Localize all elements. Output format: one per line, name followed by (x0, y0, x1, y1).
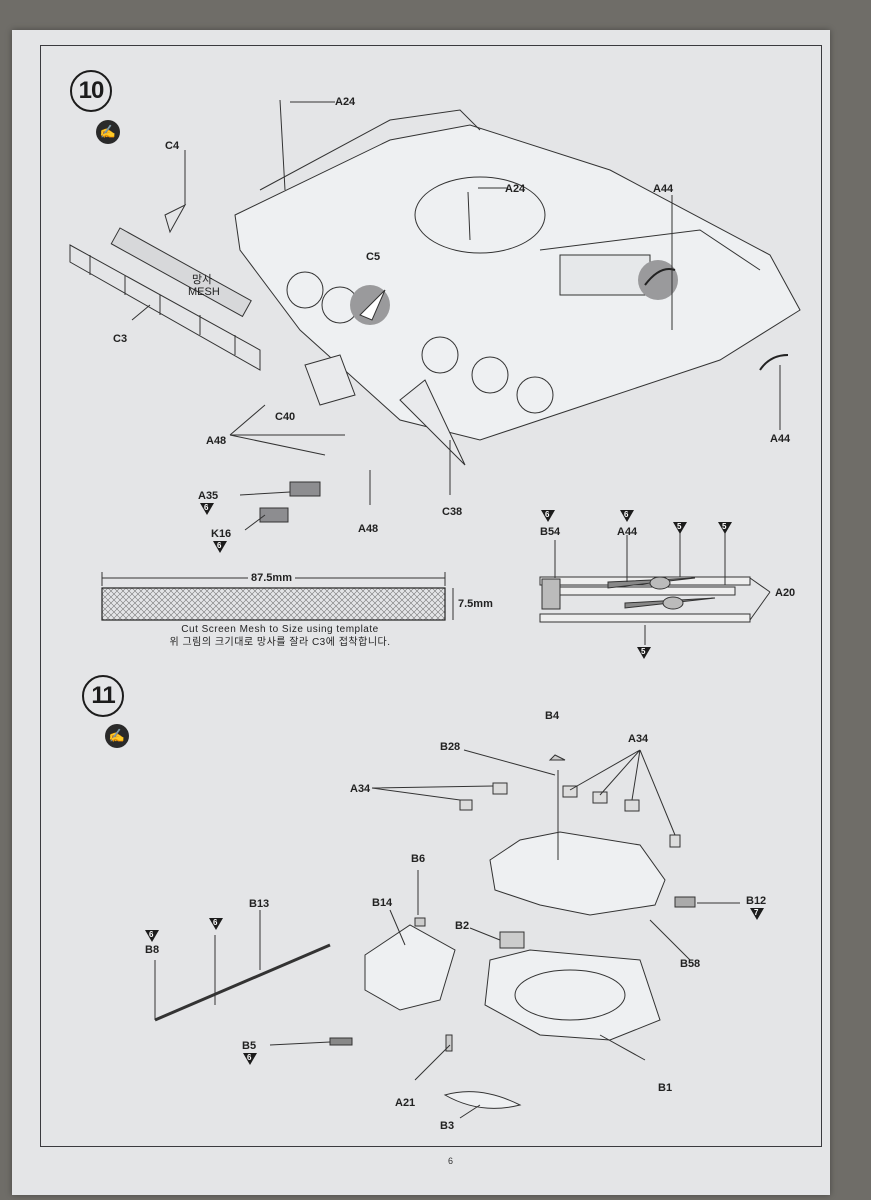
cement-glue-icon: ✍ (96, 120, 120, 144)
label-a44-side: A44 (770, 433, 791, 445)
step-number-11: 11 (82, 675, 124, 717)
mesh-instruction-kr: 위 그림의 크기대로 망사를 잘라 C3에 접착합니다. (169, 637, 391, 648)
page-number: 6 (448, 1156, 454, 1166)
paint-marker-b5: 6 (243, 1053, 257, 1065)
mesh-height-label: 7.5mm (458, 598, 493, 610)
mesh-instruction-en: Cut Screen Mesh to Size using template (181, 624, 379, 635)
label-a48-group: A48 (206, 435, 227, 447)
part-c3-rail (69, 244, 261, 371)
label-a24-top: A24 (335, 96, 356, 108)
label-b14: B14 (372, 897, 393, 909)
page-border (40, 45, 822, 1147)
label-a20: A20 (775, 587, 796, 599)
part-a35 (289, 481, 321, 497)
turret-drawing (154, 754, 696, 1109)
paint-marker-5a: 5 (673, 522, 687, 534)
label-a44-top: A44 (653, 183, 674, 195)
label-b3: B3 (440, 1120, 455, 1132)
label-b58: B58 (680, 958, 701, 970)
paint-marker-k16: 6 (213, 541, 227, 553)
label-mesh-en: MESH (188, 286, 220, 298)
label-a44-detail: A44 (617, 526, 638, 538)
label-b54: B54 (540, 526, 561, 538)
painting-detail (539, 530, 771, 645)
label-a35: A35 (198, 490, 219, 502)
paint-marker-b8: 6 (145, 930, 159, 942)
mesh-strip (110, 227, 252, 318)
paint-marker-b12: 7 (750, 908, 764, 920)
label-b28: B28 (440, 741, 461, 753)
label-c40: C40 (275, 411, 296, 423)
part-c38 (399, 379, 466, 466)
label-c38: C38 (442, 506, 463, 518)
mesh-template (101, 572, 454, 621)
part-c40 (304, 354, 356, 406)
label-b6: B6 (411, 853, 426, 865)
paint-marker-5b: 5 (718, 522, 732, 534)
step-number-10: 10 (70, 70, 112, 112)
mesh-width-label: 87.5mm (248, 572, 295, 584)
cement-glue-icon: ✍ (105, 724, 129, 748)
label-b8: B8 (145, 944, 160, 956)
label-a48-single: A48 (358, 523, 379, 535)
part-a44-loose (759, 354, 789, 371)
label-b1: B1 (658, 1082, 673, 1094)
road-wheels (286, 271, 554, 414)
label-c5: C5 (366, 251, 381, 263)
paint-marker-b13-rod: 6 (209, 918, 223, 930)
label-a34-left: A34 (350, 783, 371, 795)
label-b5: B5 (242, 1040, 257, 1052)
label-b2: B2 (455, 920, 470, 932)
paint-marker-a35: 6 (200, 503, 214, 515)
label-a24-mid: A24 (505, 183, 526, 195)
label-mesh-kr: 망사 (192, 274, 213, 286)
paint-marker-b54: 6 (541, 510, 555, 522)
label-c3: C3 (113, 333, 128, 345)
label-b12: B12 (746, 895, 767, 907)
paint-marker-a44: 6 (620, 510, 634, 522)
label-b13: B13 (249, 898, 270, 910)
label-k16: K16 (211, 528, 232, 540)
label-c4: C4 (165, 140, 180, 152)
label-a21: A21 (395, 1097, 416, 1109)
paint-marker-5c: 5 (637, 647, 651, 659)
part-c4 (164, 203, 187, 234)
label-a34-right: A34 (628, 733, 649, 745)
part-k16 (259, 507, 289, 523)
label-b4: B4 (545, 710, 560, 722)
